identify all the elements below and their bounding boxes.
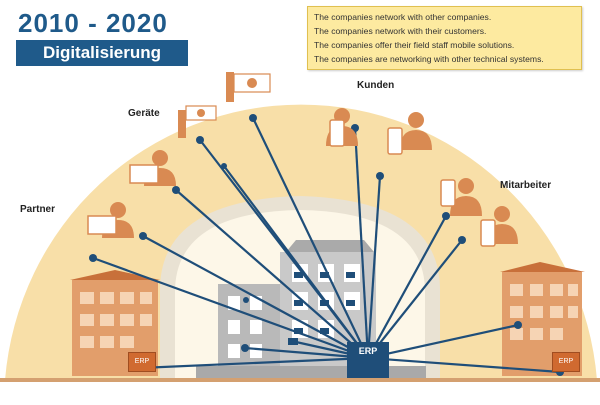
label-mitarbeiter: Mitarbeiter <box>500 180 552 191</box>
note-line: The companies network with their custome… <box>314 26 487 36</box>
title-subtitle: Digitalisierung <box>16 40 188 66</box>
erp-right-badge: ERP <box>552 352 580 372</box>
partner-icons <box>87 150 176 238</box>
label-kunden: Kunden <box>357 80 395 91</box>
label-geraete: Geräte <box>128 108 160 119</box>
title-years: 2010 - 2020 <box>18 8 168 38</box>
note-line: The companies are networking with other … <box>314 54 544 64</box>
note-line: The companies network with other compani… <box>314 12 492 22</box>
notes-box: The companies network with other compani… <box>307 6 582 70</box>
erp-main-label: ERP <box>358 346 378 356</box>
employee-icons <box>440 178 518 247</box>
connection-dots <box>89 114 564 376</box>
connection-lines <box>92 117 561 374</box>
note-line: The companies offer their field staff mo… <box>314 40 515 50</box>
erp-main-badge: ERP <box>347 342 389 378</box>
customer-icons <box>326 108 432 155</box>
erp-left-badge: ERP <box>128 352 156 372</box>
device-icons <box>178 72 271 138</box>
label-partner: Partner <box>20 204 56 215</box>
